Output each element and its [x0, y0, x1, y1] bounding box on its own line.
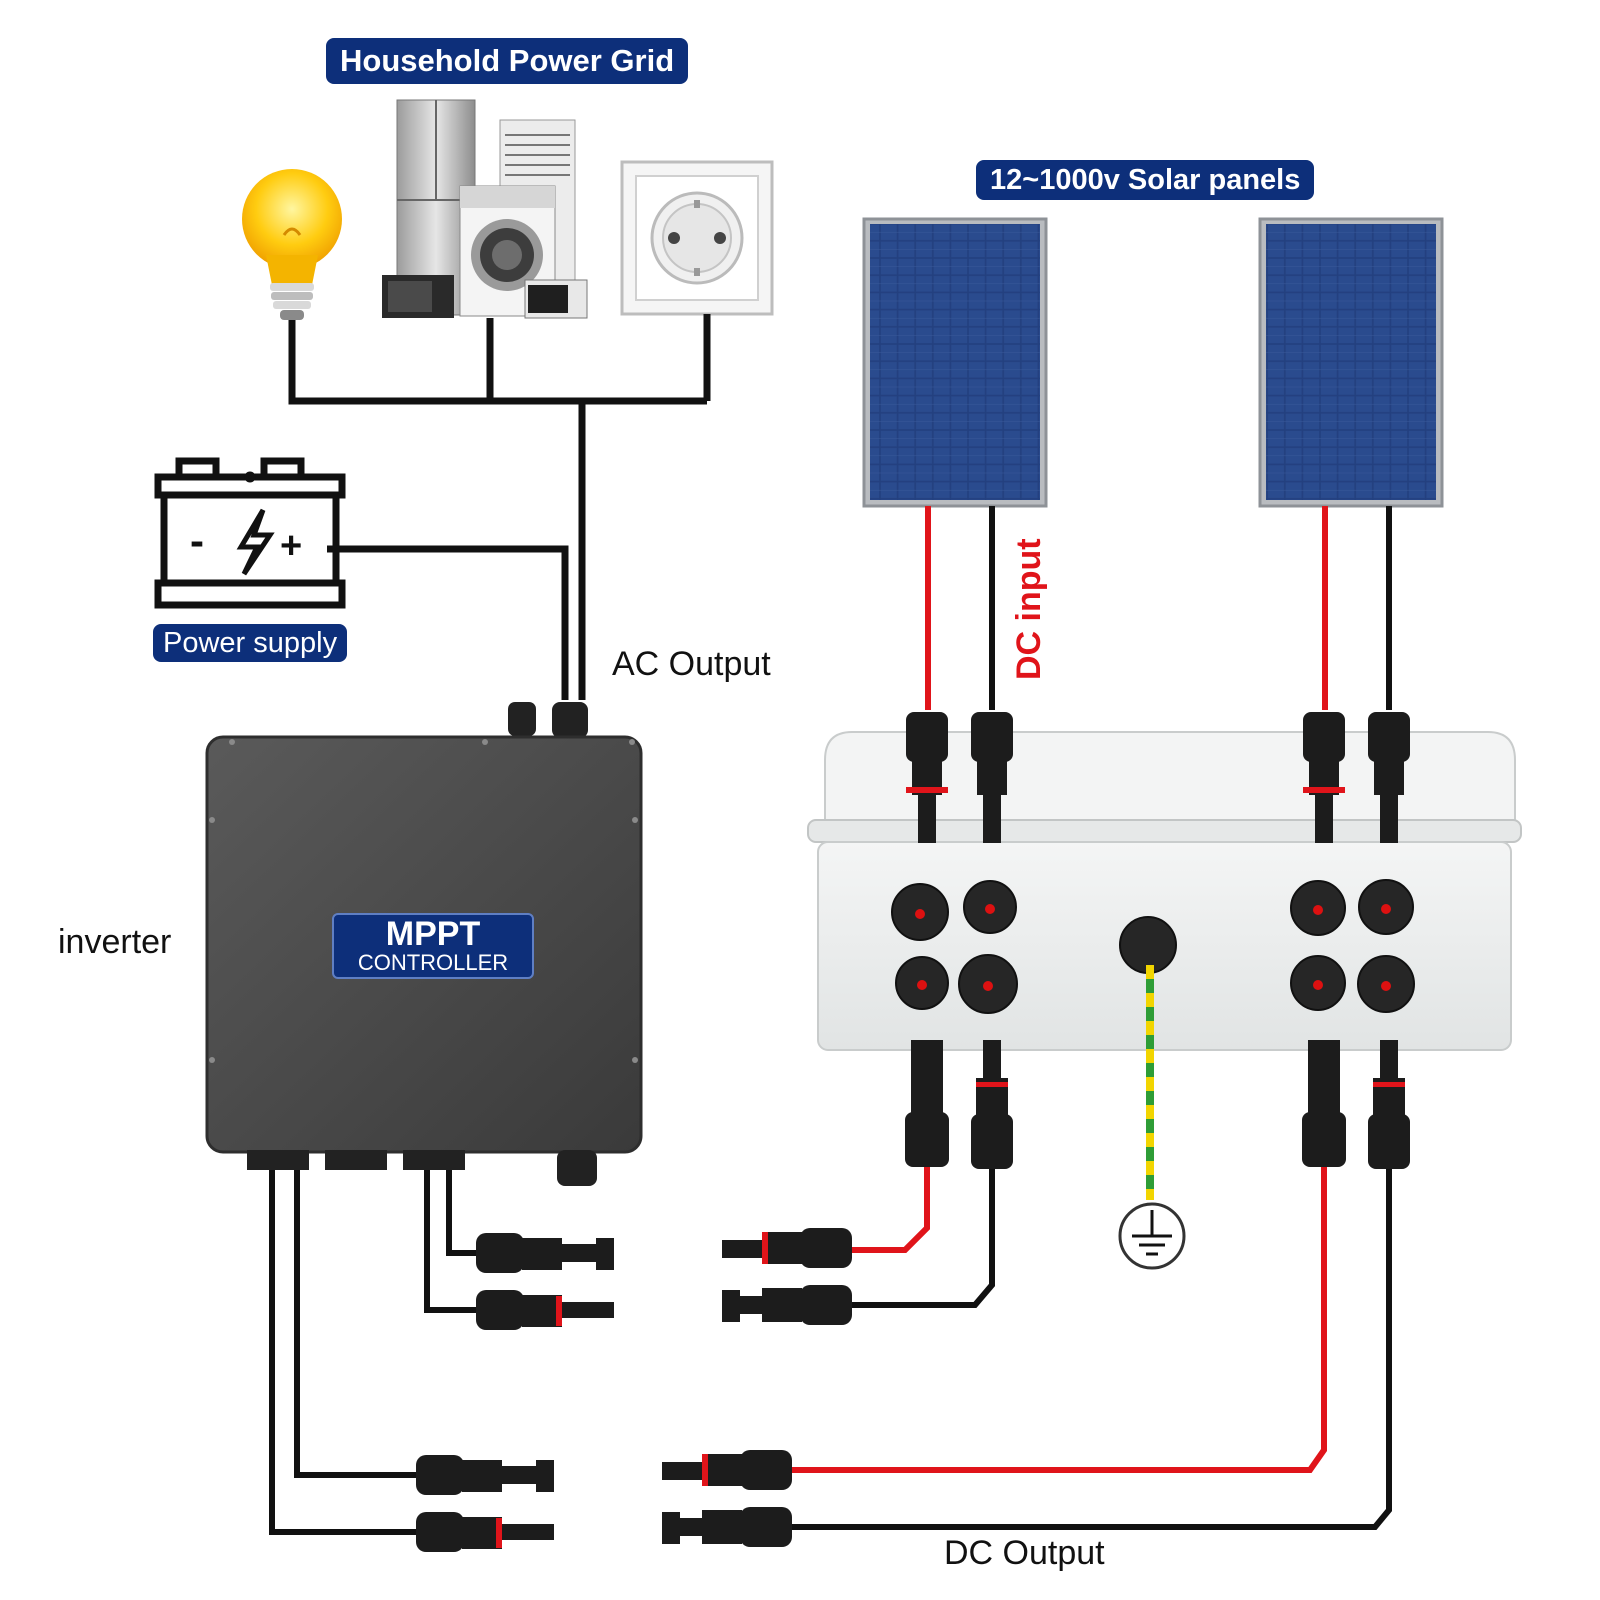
power-supply-label: Power supply [153, 624, 348, 662]
mc4-connector-icon [906, 712, 1410, 843]
mppt-badge-title: MPPT [385, 915, 481, 953]
mppt-badge-subtitle: CONTROLLER [357, 950, 509, 975]
solar-panel-left [862, 217, 1048, 508]
dc-input-label: DC input [1010, 538, 1048, 680]
wall-socket-icon [620, 160, 774, 316]
dc-output-wires [790, 1167, 1392, 1530]
inverter-label: inverter [58, 923, 172, 961]
dc-output-label: DC Output [944, 1534, 1105, 1572]
appliances-icon [382, 99, 588, 319]
box-mc4-connectors [662, 1228, 852, 1547]
box-bottom-connectors [905, 1040, 1410, 1169]
box-front-connectors [891, 879, 1415, 1014]
household-grid-label: Household Power Grid [326, 38, 689, 84]
inverter-dc-wires [269, 1170, 480, 1535]
solar-panel-right [1258, 217, 1444, 508]
mppt-controller-badge: MPPT CONTROLLER [332, 913, 534, 979]
ac-output-label: AC Output [612, 645, 771, 683]
ac-grid-wiring [288, 314, 711, 700]
battery-icon [154, 457, 346, 609]
dc-input-wires [925, 506, 1392, 710]
battery-minus-symbol: - [190, 517, 204, 564]
inverter-mc4-connectors [416, 1233, 614, 1552]
solar-panels-label: 12~1000v Solar panels [976, 160, 1315, 200]
light-bulb-icon [242, 169, 342, 320]
battery-plus-symbol: + [280, 525, 302, 567]
ground-symbol-icon [1118, 1202, 1186, 1270]
